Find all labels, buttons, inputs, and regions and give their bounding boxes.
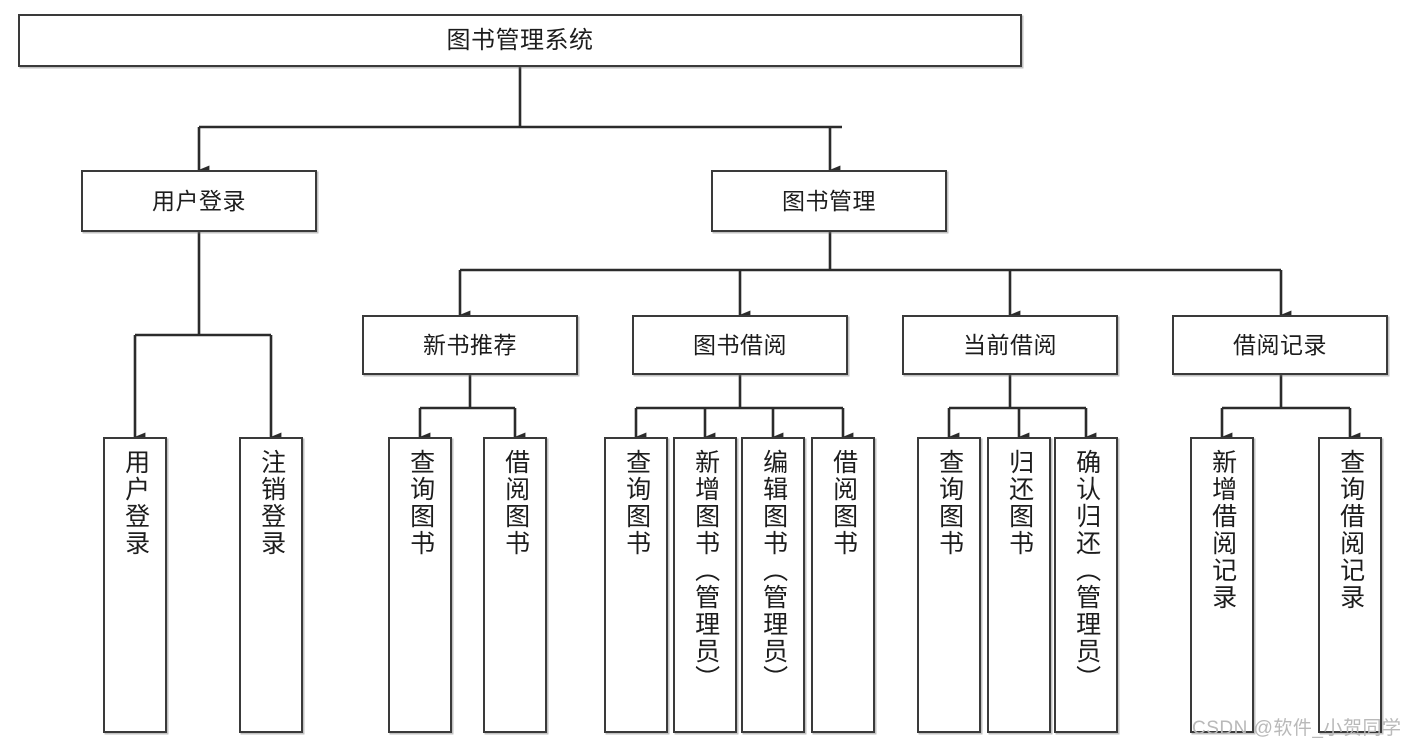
node-root-system[interactable]: 图书管理系统: [18, 14, 1022, 67]
leaf-user-login-logout[interactable]: 注销登录: [239, 437, 303, 733]
leaf-borrow-record-query[interactable]: 查询借阅记录: [1318, 437, 1382, 733]
leaf-current-borrow-confirm-return[interactable]: 确认归还（管理员）: [1054, 437, 1118, 733]
node-label: 编辑图书（管理员）: [759, 449, 788, 692]
leaf-new-book-query[interactable]: 查询图书: [388, 437, 452, 733]
node-current-borrow[interactable]: 当前借阅: [902, 315, 1118, 375]
leaf-book-borrow-edit[interactable]: 编辑图书（管理员）: [741, 437, 805, 733]
node-label: 用户登录: [121, 449, 150, 557]
node-label: 查询图书: [406, 449, 435, 557]
leaf-current-borrow-query[interactable]: 查询图书: [917, 437, 981, 733]
node-label: 查询图书: [935, 449, 964, 557]
leaf-user-login-login[interactable]: 用户登录: [103, 437, 167, 733]
node-label: 归还图书: [1005, 449, 1034, 557]
node-label: 借阅图书: [501, 449, 530, 557]
node-label: 新增借阅记录: [1208, 449, 1237, 611]
node-label: 图书管理: [782, 187, 876, 214]
node-label: 查询借阅记录: [1336, 449, 1365, 611]
node-book-borrow[interactable]: 图书借阅: [632, 315, 848, 375]
node-label: 图书管理系统: [446, 26, 594, 54]
leaf-book-borrow-add[interactable]: 新增图书（管理员）: [673, 437, 737, 733]
node-label: 当前借阅: [963, 331, 1057, 358]
node-label: 借阅记录: [1233, 331, 1327, 358]
node-label: 新书推荐: [423, 331, 517, 358]
leaf-new-book-borrow[interactable]: 借阅图书: [483, 437, 547, 733]
node-label: 确认归还（管理员）: [1072, 449, 1101, 692]
node-new-book-recommend[interactable]: 新书推荐: [362, 315, 578, 375]
node-label: 用户登录: [152, 187, 246, 214]
node-label: 注销登录: [257, 449, 286, 557]
node-label: 查询图书: [622, 449, 651, 557]
leaf-book-borrow-borrow[interactable]: 借阅图书: [811, 437, 875, 733]
node-user-login[interactable]: 用户登录: [81, 170, 317, 232]
node-borrow-record[interactable]: 借阅记录: [1172, 315, 1388, 375]
node-label: 新增图书（管理员）: [691, 449, 720, 692]
leaf-current-borrow-return[interactable]: 归还图书: [987, 437, 1051, 733]
node-label: 图书借阅: [693, 331, 787, 358]
leaf-borrow-record-add[interactable]: 新增借阅记录: [1190, 437, 1254, 733]
leaf-book-borrow-query[interactable]: 查询图书: [604, 437, 668, 733]
node-book-management[interactable]: 图书管理: [711, 170, 947, 232]
node-label: 借阅图书: [829, 449, 858, 557]
